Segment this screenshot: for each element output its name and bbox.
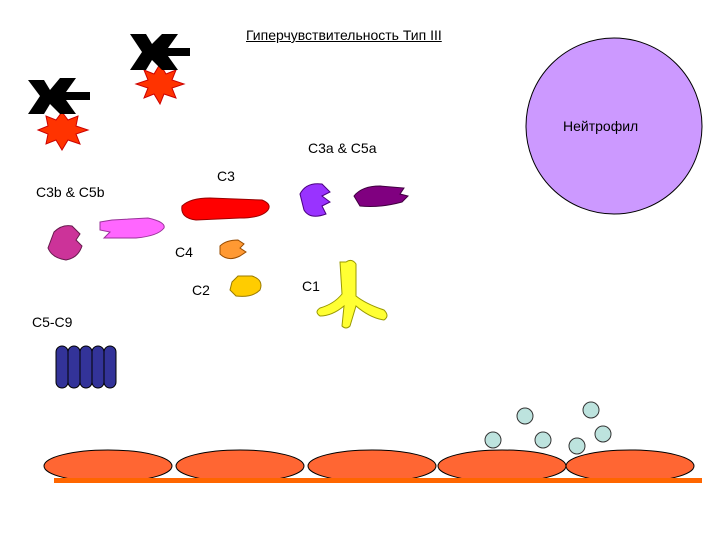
c3-protein [181, 197, 270, 221]
immune-complex-top [130, 34, 190, 106]
c3b-c5b-label: C3b & C5b [36, 184, 105, 200]
immune-complex-left [28, 78, 90, 151]
neutrophil-cell [525, 37, 703, 215]
c5-c9-complex [55, 345, 117, 389]
endothelium-layer [43, 449, 695, 483]
c2-protein [229, 275, 262, 297]
c1-label: C1 [302, 278, 320, 294]
diagram-title: Гиперчувствительность Тип III [246, 27, 442, 43]
c5-c9-label: C5-C9 [32, 314, 73, 330]
c3-label: C3 [217, 168, 235, 184]
c2-label: C2 [192, 282, 210, 298]
neutrophil-label: Нейтрофил [563, 118, 639, 134]
c3b-fragment [47, 225, 83, 261]
antigen-star [36, 111, 90, 151]
antibody-icon [130, 34, 190, 70]
released-vesicles [484, 401, 612, 455]
c3a-fragment [299, 183, 331, 217]
c1-protein [316, 259, 388, 329]
antigen-star [134, 63, 186, 106]
antibody-icon [28, 78, 90, 114]
basement-membrane [54, 478, 702, 483]
c3a-c5a-label: C3a & C5a [308, 140, 377, 156]
c5a-fragment [353, 185, 409, 207]
c5b-fragment [99, 217, 165, 239]
c4-protein [219, 239, 247, 260]
c4-label: C4 [175, 244, 193, 260]
